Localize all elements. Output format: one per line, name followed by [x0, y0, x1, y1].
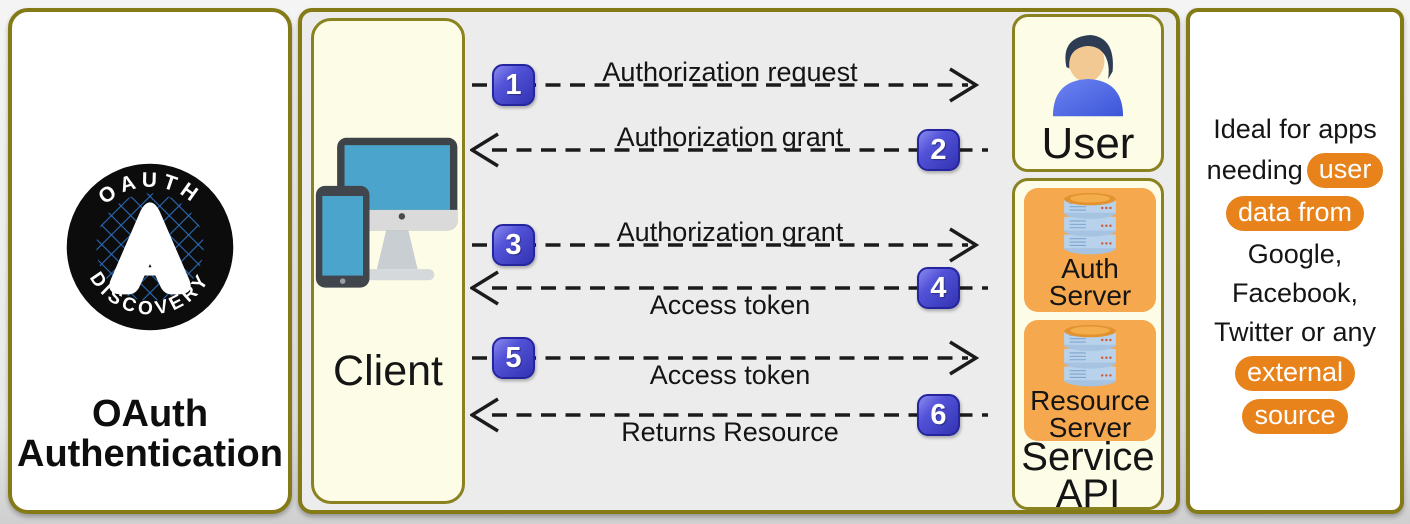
logo-letter-shape — [109, 202, 191, 295]
highlight-pill: source — [1242, 399, 1348, 434]
step-number-badge: 1 — [492, 64, 535, 106]
database-icon — [1064, 193, 1116, 255]
highlight-pill: user — [1306, 153, 1384, 188]
info-line: Ideal for apps — [1213, 114, 1377, 144]
step-number-badge: 2 — [917, 129, 960, 171]
client-label: Client — [333, 347, 443, 395]
flow-label: Access token — [649, 290, 811, 320]
info-line: Twitter or any — [1213, 317, 1377, 347]
highlight-pill: data from — [1225, 196, 1365, 231]
service-api-actor: Auth Server — [1012, 178, 1164, 516]
database-icon — [1064, 325, 1116, 387]
user-actor: User — [1012, 14, 1164, 172]
logo-letter: A — [122, 221, 177, 306]
flow-step-4: Access token 4 — [470, 266, 990, 320]
step-number-badge: 4 — [917, 267, 960, 309]
resource-server-card: Resource Server — [1024, 320, 1156, 441]
title-panel: A OAUTH DISCOVERY OAuth Authentication — [8, 8, 292, 514]
info-line: needing user — [1207, 153, 1384, 188]
info-line: Google, — [1247, 239, 1343, 269]
info-panel: Ideal for apps needing user data from Go… — [1186, 8, 1404, 514]
flow-label: Authorization grant — [616, 122, 844, 152]
step-number-badge: 6 — [917, 394, 960, 436]
flow-label: Authorization request — [602, 57, 858, 87]
info-line: Facebook, — [1231, 278, 1359, 308]
auth-server-label: Auth Server — [1048, 253, 1132, 311]
dashed-arrow-left-icon — [470, 270, 988, 306]
user-icon — [1052, 34, 1124, 117]
step-number-badge: 5 — [492, 337, 535, 379]
resource-server-label: Resource Server — [1030, 385, 1150, 443]
dashed-arrow-right-icon — [472, 67, 980, 103]
dashed-arrow-left-icon — [470, 397, 988, 433]
flow-step-1: Authorization request 1 — [470, 57, 990, 107]
info-text: Ideal for apps needing user data from Go… — [1190, 114, 1400, 434]
oauth-discovery-logo-icon: A OAUTH DISCOVERY — [62, 159, 238, 335]
flow-step-2: Authorization grant 2 — [470, 122, 990, 172]
dashed-arrow-right-icon — [472, 227, 980, 263]
auth-server-card: Auth Server — [1024, 188, 1156, 312]
flow-step-3: Authorization grant 3 — [470, 217, 990, 267]
dashed-arrow-right-icon — [472, 340, 980, 376]
user-label: User — [1041, 119, 1135, 168]
flow-label: Returns Resource — [621, 417, 839, 447]
service-api-label: Service API — [1021, 435, 1155, 516]
flow-label: Access token — [649, 360, 811, 390]
info-line: data from — [1225, 196, 1365, 231]
highlight-pill: external — [1234, 356, 1356, 391]
client-actor: Client — [311, 18, 465, 504]
info-line: source — [1242, 399, 1348, 434]
step-number-badge: 3 — [492, 224, 535, 266]
flow-label: Authorization grant — [616, 217, 844, 247]
flow-panel: Client User — [298, 8, 1180, 514]
flow-step-6: Returns Resource 6 — [470, 393, 990, 447]
dashed-arrow-left-icon — [470, 132, 988, 168]
diagram-title: OAuth Authentication — [17, 393, 283, 476]
info-line: external — [1234, 356, 1356, 391]
flow-step-5: Access token 5 — [470, 336, 990, 390]
client-devices-icon — [315, 137, 458, 288]
